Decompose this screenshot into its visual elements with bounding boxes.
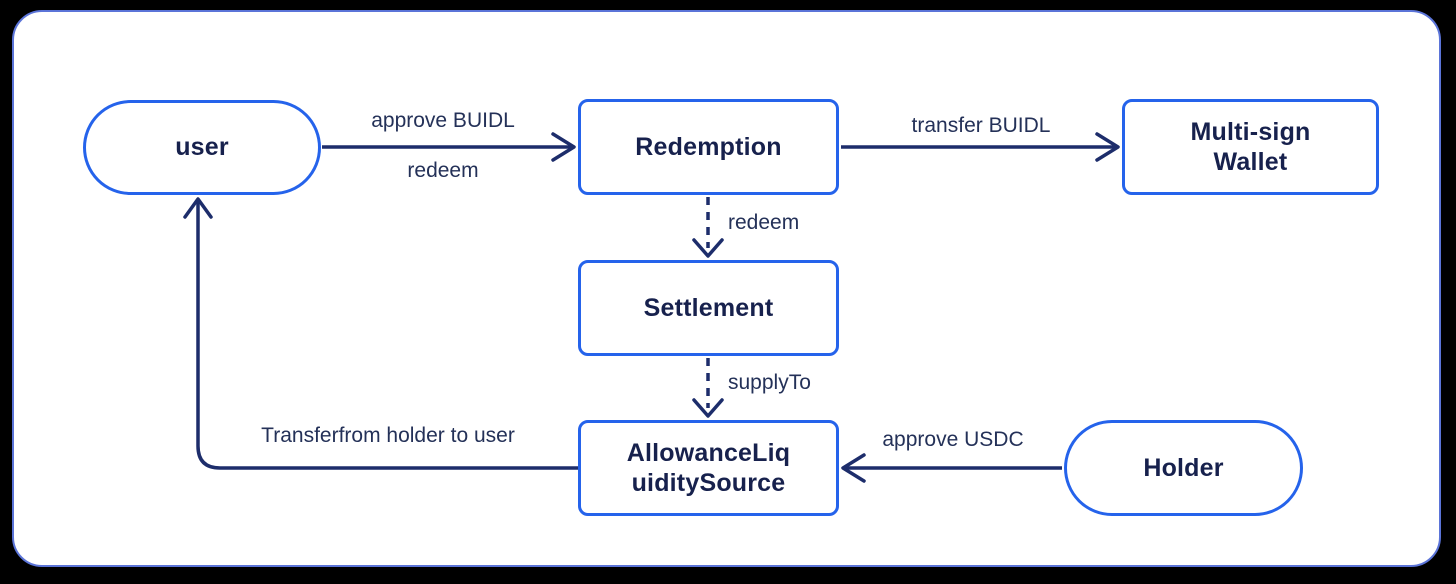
edge-label-transferfrom-holder-to-user: Transferfrom holder to user xyxy=(261,424,515,447)
node-settlement-label: Settlement xyxy=(643,293,774,322)
node-redemption-label: Redemption xyxy=(635,132,782,161)
edge-label-approve-usdc: approve USDC xyxy=(882,428,1024,451)
node-holder: Holder xyxy=(1064,420,1303,516)
edge-label-redeem-dashed: redeem xyxy=(728,211,800,234)
edge-label-approve-buidl: approve BUIDL xyxy=(371,109,515,132)
node-multi-sign-wallet-label-line2: Wallet xyxy=(1213,148,1288,176)
node-allowance-liquidity-source-label-line1: AllowanceLiq xyxy=(626,438,791,467)
node-multi-sign-wallet: Multi-sign Wallet xyxy=(1122,99,1379,195)
node-holder-label: Holder xyxy=(1143,453,1224,482)
node-allowance-liquidity-source-label-line2: uiditySource xyxy=(631,469,786,497)
node-multi-sign-wallet-label-line1: Multi-sign xyxy=(1190,117,1311,146)
node-settlement: Settlement xyxy=(578,260,839,356)
edge-label-redeem-top: redeem xyxy=(407,159,479,182)
edge-label-supplyto: supplyTo xyxy=(728,371,811,394)
node-redemption: Redemption xyxy=(578,99,839,195)
node-user: user xyxy=(83,100,321,195)
node-allowance-liquidity-source: AllowanceLiq uiditySource xyxy=(578,420,839,516)
edge-label-transfer-buidl: transfer BUIDL xyxy=(911,114,1051,137)
node-user-label: user xyxy=(175,133,229,162)
